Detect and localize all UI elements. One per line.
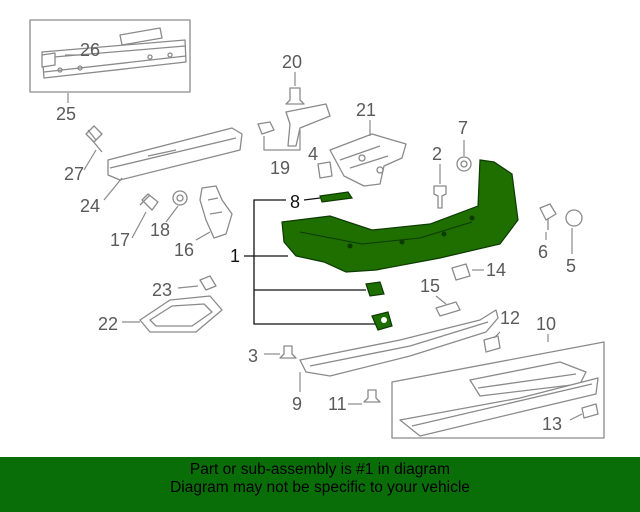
fitment-notice-banner: Part or sub-assembly is #1 in diagram Di…: [0, 457, 640, 512]
part-2-clip[interactable]: [433, 185, 447, 209]
part-12-clip[interactable]: [483, 335, 501, 353]
callout-27[interactable]: 27: [64, 164, 84, 184]
callout-17[interactable]: 17: [110, 230, 130, 250]
part-1-sensor[interactable]: [371, 311, 393, 331]
callout-4[interactable]: 4: [308, 144, 318, 164]
callout-13[interactable]: 13: [542, 414, 562, 434]
callout-6[interactable]: 6: [538, 242, 548, 262]
part-21-center-bracket[interactable]: [329, 133, 407, 187]
part-13-end-cap[interactable]: [581, 403, 599, 419]
part-4-cover[interactable]: [317, 161, 333, 179]
callout-19[interactable]: 19: [270, 158, 290, 178]
part-3-fastener[interactable]: [279, 345, 297, 359]
callout-5[interactable]: 5: [566, 256, 576, 276]
part-16-side-bracket[interactable]: [199, 185, 233, 239]
part-11-fastener[interactable]: [363, 389, 381, 403]
callout-22[interactable]: 22: [98, 314, 118, 334]
callout-10[interactable]: 10: [536, 314, 556, 334]
callout-15[interactable]: 15: [420, 276, 440, 296]
callout-2[interactable]: 2: [432, 144, 442, 164]
part-17-bolt[interactable]: [139, 193, 159, 211]
part-15-pad[interactable]: [435, 301, 461, 317]
callout-21[interactable]: 21: [356, 100, 376, 120]
callout-1[interactable]: 1: [230, 246, 240, 266]
callout-9[interactable]: 9: [292, 394, 302, 414]
callout-8[interactable]: 8: [290, 192, 300, 212]
part-9-lower-molding[interactable]: [299, 309, 499, 377]
part-26-reinforcement-inset[interactable]: [29, 19, 191, 93]
callout-23[interactable]: 23: [152, 280, 172, 300]
part-7-grommet[interactable]: [456, 156, 472, 172]
part-5-cap[interactable]: [565, 209, 583, 227]
callout-18[interactable]: 18: [150, 220, 170, 240]
part-24-energy-absorber[interactable]: [107, 127, 243, 181]
part-19-side-retainer[interactable]: [257, 103, 331, 147]
callout-12[interactable]: 12: [500, 308, 520, 328]
callout-20[interactable]: 20: [282, 52, 302, 72]
callout-7[interactable]: 7: [458, 118, 468, 138]
callout-24[interactable]: 24: [80, 196, 100, 216]
part-10-molding-kit-inset[interactable]: [391, 341, 605, 439]
callout-14[interactable]: 14: [486, 260, 506, 280]
part-8-reflector[interactable]: [319, 191, 354, 203]
callout-11[interactable]: 11: [328, 394, 347, 414]
callout-16[interactable]: 16: [174, 240, 194, 260]
part-1-sensor-bracket[interactable]: [365, 281, 385, 297]
part-22-reflector-lens[interactable]: [139, 295, 223, 333]
exploded-parts-diagram: 26 25 27 24 17 18 16 20 19: [29, 19, 605, 439]
callout-3[interactable]: 3: [248, 346, 258, 366]
part-6-bolt[interactable]: [539, 203, 557, 230]
part-27-bolt[interactable]: [85, 125, 103, 153]
part-1-bumper-cover[interactable]: [281, 159, 519, 273]
part-23-bolt[interactable]: [199, 275, 217, 291]
notice-line-1: Part or sub-assembly is #1 in diagram: [189, 461, 451, 478]
notice-line-2: Diagram may not be specific to your vehi…: [170, 479, 470, 496]
callout-26[interactable]: 26: [80, 40, 100, 60]
part-20-retainer-clip[interactable]: [285, 87, 305, 105]
part-14-clip[interactable]: [451, 263, 471, 281]
part-18-nut[interactable]: [172, 190, 188, 206]
callout-25[interactable]: 25: [56, 104, 76, 124]
